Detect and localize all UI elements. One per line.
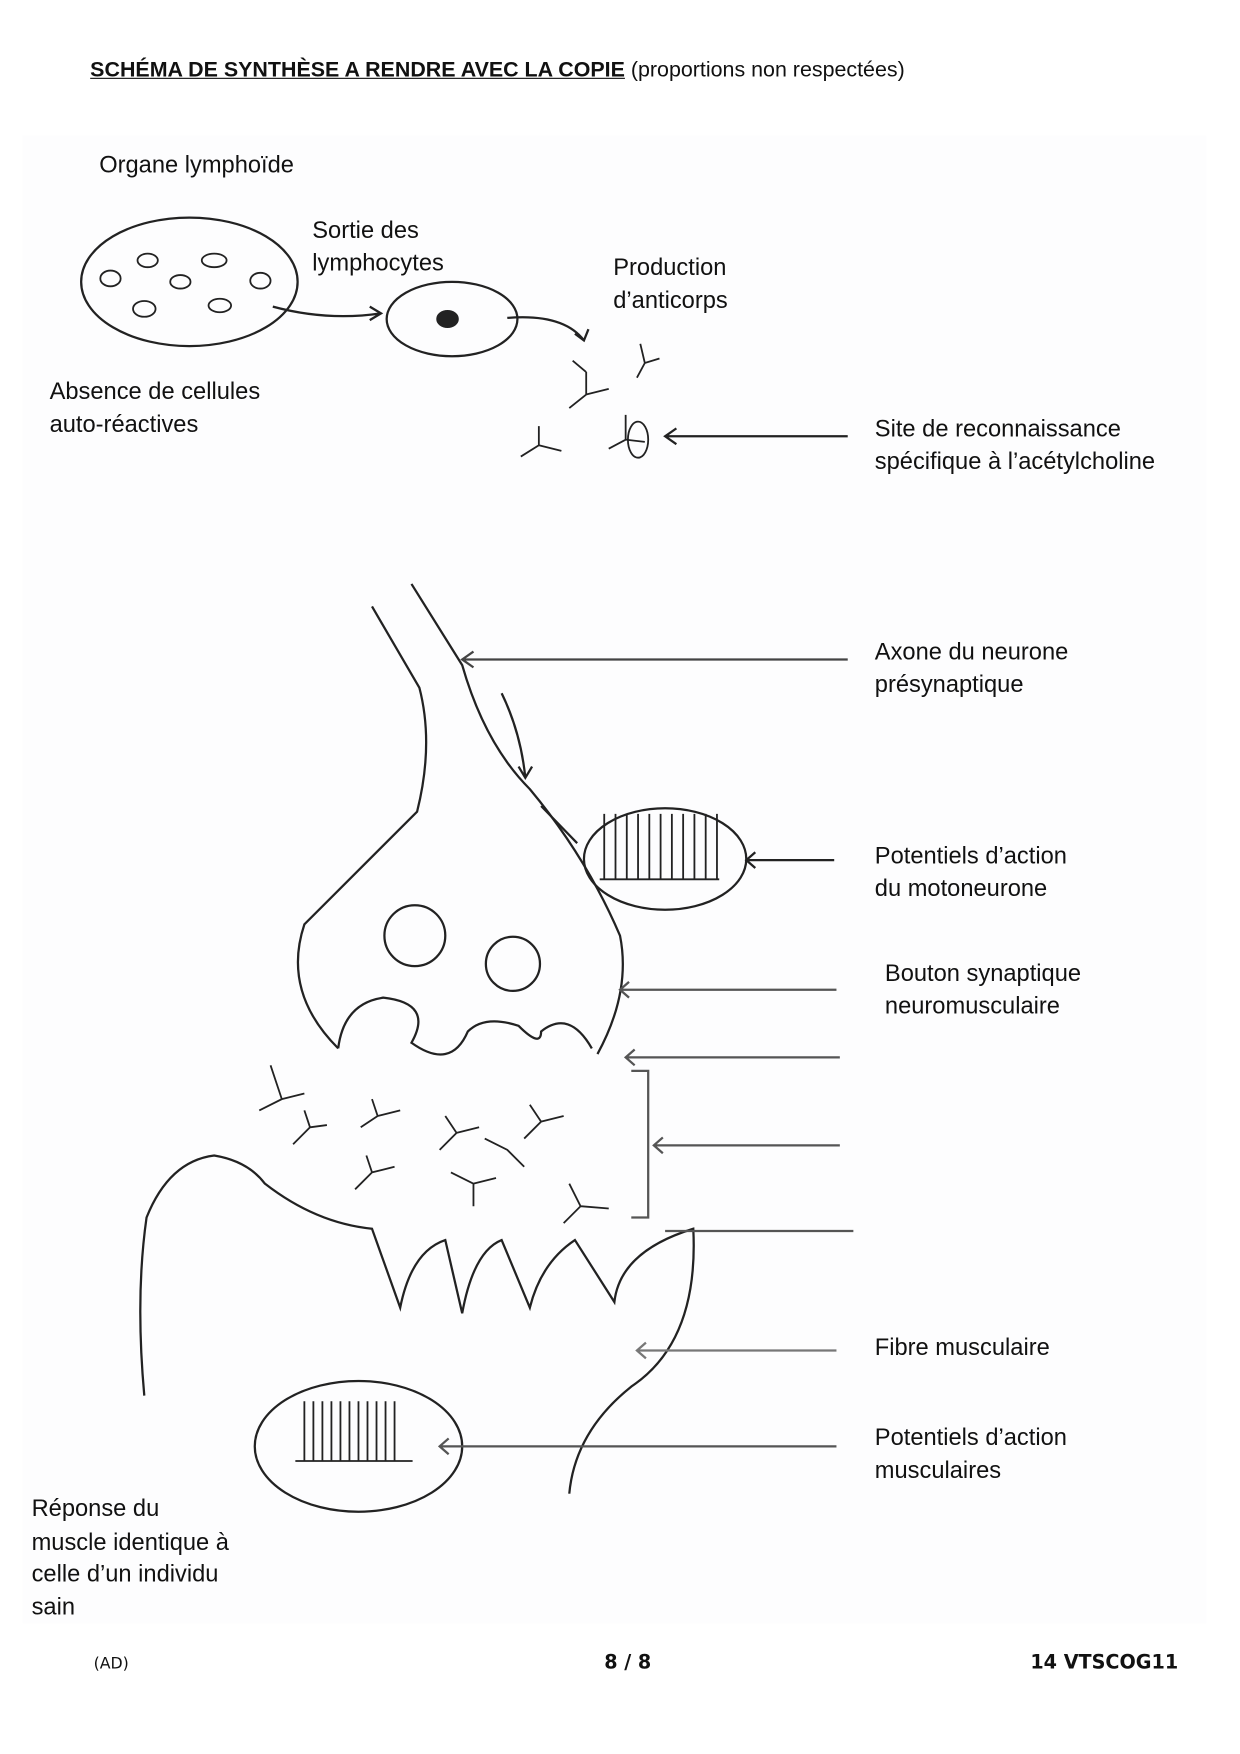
- exit-arrow: [272, 305, 384, 322]
- label-bouton-2: neuromusculaire: [884, 993, 1060, 1020]
- antibodies: [520, 343, 660, 459]
- site-arrow: [663, 427, 848, 446]
- label-organe: Organe lymphoïde: [99, 152, 294, 179]
- label-bouton-1: Bouton synaptique: [884, 960, 1082, 987]
- antibodies-in-cleft: [258, 1065, 609, 1224]
- axon-arrow: [460, 650, 848, 669]
- label-production-1: Production: [613, 254, 727, 281]
- page-number: 8 / 8: [604, 1651, 652, 1675]
- label-site-1: Site de reconnaissance: [874, 415, 1121, 442]
- label-fibre: Fibre musculaire: [874, 1334, 1050, 1361]
- label-axone-1: Axone du neurone: [874, 639, 1069, 666]
- vesicle: [383, 904, 447, 968]
- ap-musc-arrow: [437, 1437, 837, 1456]
- label-pa-moto-1: Potentiels d’action: [874, 843, 1067, 870]
- label-axone-2: présynaptique: [874, 671, 1024, 698]
- muscle-fibre: [139, 1154, 695, 1494]
- motoneuron-ap-spikes: [599, 813, 720, 881]
- bouton-arrow: [618, 981, 837, 999]
- label-absence-2: auto-réactives: [49, 411, 199, 438]
- label-absence-1: Absence de cellules: [49, 378, 261, 405]
- ap-moto-arrow: [744, 851, 835, 869]
- motoneuron-ap-bubble: [582, 807, 748, 911]
- label-pa-musc-1: Potentiels d’action: [874, 1424, 1067, 1451]
- label-pa-moto-2: du motoneurone: [874, 875, 1048, 902]
- label-site-2: spécifique à l’acétylcholine: [874, 448, 1156, 475]
- cleft-bracket: [631, 1069, 840, 1219]
- label-reponse-2: muscle identique à: [31, 1529, 229, 1556]
- exocytosis-membrane: [337, 996, 593, 1056]
- lymphocyte: [385, 280, 519, 358]
- muscle-ap-spikes: [295, 1401, 413, 1462]
- label-pa-musc-2: musculaires: [874, 1457, 1002, 1484]
- lymphoid-organ: [80, 216, 299, 348]
- page-title: SCHÉMA DE SYNTHÈSE A RENDRE AVEC LA COPI…: [90, 59, 905, 84]
- label-reponse-4: sain: [31, 1594, 76, 1620]
- cleft-arrow: [623, 1048, 840, 1067]
- production-arrow: [507, 316, 590, 343]
- lymphocytes-in-organ: [99, 252, 272, 318]
- fibre-arrow: [635, 1341, 837, 1360]
- label-reponse-1: Réponse du: [31, 1495, 160, 1522]
- lymphocyte-nucleus: [436, 310, 459, 329]
- label-production-2: d’anticorps: [613, 287, 728, 314]
- axon: [296, 583, 624, 1055]
- title-bold: SCHÉMA DE SYNTHÈSE A RENDRE AVEC LA COPI…: [90, 58, 625, 83]
- ap-direction-arrow: [500, 692, 578, 845]
- title-note: (proportions non respectées): [630, 58, 905, 83]
- label-sortie-1: Sortie des: [312, 217, 419, 244]
- vesicle: [484, 935, 542, 993]
- label-sortie-2: lymphocytes: [312, 250, 444, 277]
- label-reponse-3: celle d’un individu: [31, 1561, 219, 1588]
- footer-left: (AD): [93, 1654, 129, 1673]
- footer-code: 14 VTSCOG11: [1030, 1651, 1179, 1675]
